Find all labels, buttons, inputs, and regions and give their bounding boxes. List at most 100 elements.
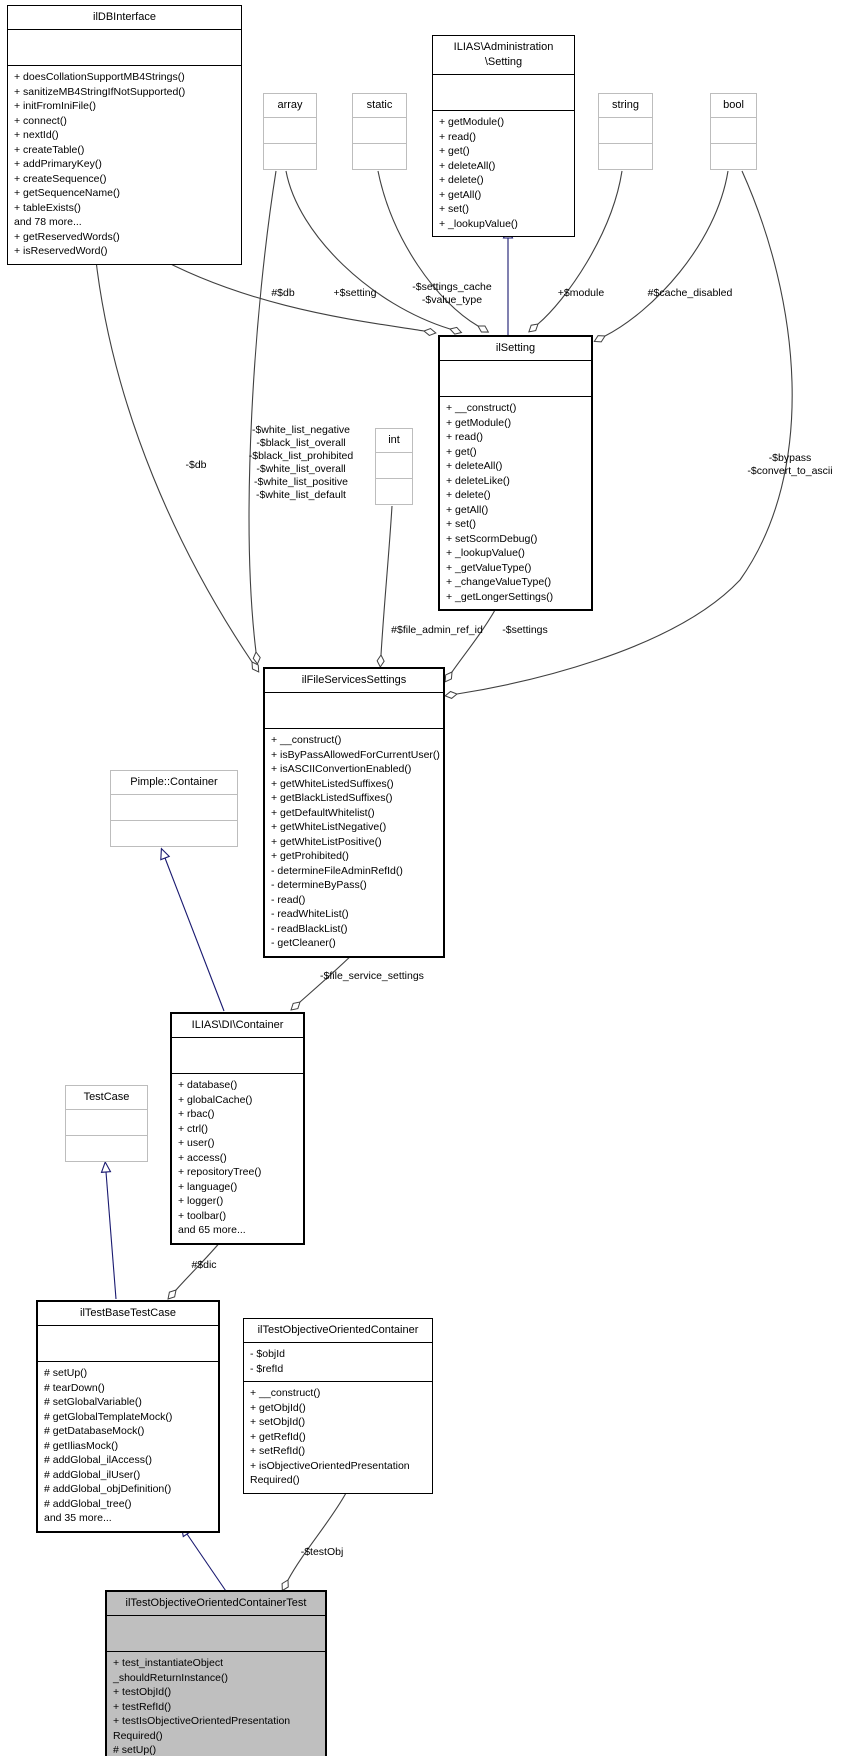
member-line: + access() xyxy=(178,1151,227,1164)
methods-section xyxy=(66,1135,147,1161)
member-line: + _getLongerSettings() xyxy=(446,590,554,603)
member-line: _shouldReturnInstance() xyxy=(113,1671,228,1684)
attributes-section xyxy=(172,1037,303,1073)
member-line: # tearDown() xyxy=(44,1381,105,1394)
member-line: Required() xyxy=(113,1729,163,1742)
member-line: + __construct() xyxy=(250,1387,321,1399)
member-line: # addGlobal_objDefinition() xyxy=(44,1483,172,1495)
edge-label-settings: -$settings xyxy=(502,624,548,636)
member-line: - readBlackList() xyxy=(271,922,348,935)
class-ilsetting[interactable]: ilSetting + __construct()+ getModule()+ … xyxy=(438,335,593,611)
methods-section: + test_instantiateObject _shouldReturnIns… xyxy=(107,1651,325,1756)
edge-ildbinterface-to-ilsetting xyxy=(147,251,437,337)
member-line: + toolbar() xyxy=(178,1209,227,1222)
member-line: + read() xyxy=(446,431,484,443)
class-title: TestCase xyxy=(83,1091,130,1103)
edge-label-cache-disabled: #$cache_disabled xyxy=(647,287,733,299)
class-iltestobjectiveorientedcontainertest: ilTestObjectiveOrientedContainerTest + t… xyxy=(105,1590,327,1756)
member-line: + connect() xyxy=(14,114,67,127)
member-line: and 35 more... xyxy=(44,1512,112,1524)
attributes-section: - $objId- $refId xyxy=(244,1342,432,1381)
type-static: static xyxy=(352,93,407,170)
member-line: # setUp() xyxy=(113,1744,157,1756)
member-line: + isReservedWord() xyxy=(14,245,108,257)
methods-section: + __construct()+ isByPassAllowedForCurre… xyxy=(265,728,443,956)
member-line: - $refId xyxy=(250,1362,284,1375)
class-title: ilDBInterface xyxy=(93,11,156,23)
class-ilias-administration-setting[interactable]: ILIAS\Administration \Setting + getModul… xyxy=(432,35,575,237)
class-title: Pimple::Container xyxy=(130,776,218,788)
class-title: ilSetting xyxy=(495,342,536,354)
methods-section: # setUp() # tearDown() # setGlobalVariable… xyxy=(38,1361,218,1531)
edge-label-white-lists: -$white_list_negative -$black_list_overa… xyxy=(248,424,354,501)
attributes-section xyxy=(433,74,574,110)
inheritance-iltestbasetestcase-to-testcase xyxy=(106,1172,117,1300)
member-line: - readWhiteList() xyxy=(271,908,349,920)
member-line: + setRefId() xyxy=(250,1445,306,1457)
member-line: + getModule() xyxy=(439,116,505,128)
edge-label-db: #$db xyxy=(271,287,295,299)
member-line: + doesCollationSupportMB4Strings() xyxy=(14,71,185,83)
class-title: ilTestObjectiveOrientedContainer xyxy=(257,1324,419,1336)
member-line: + initFromIniFile() xyxy=(14,100,96,112)
edge-static-to-ilsetting xyxy=(377,170,490,333)
member-line: + read() xyxy=(439,130,477,143)
class-ilias-di-container[interactable]: ILIAS\DI\Container + database()+ globalC… xyxy=(170,1012,305,1245)
methods-section xyxy=(111,820,237,846)
class-iltestbasetestcase[interactable]: ilTestBaseTestCase # setUp() # tearDown()… xyxy=(36,1300,220,1533)
member-line: + testIsObjectiveOrientedPresentation xyxy=(113,1715,291,1727)
member-line: - determineByPass() xyxy=(271,879,367,891)
member-line: Required() xyxy=(250,1474,300,1486)
class-ilfileservicessettings[interactable]: ilFileServicesSettings + __construct()+ … xyxy=(263,667,445,958)
member-line: + rbac() xyxy=(178,1108,215,1120)
edge-int-to-ilfileservicessettings xyxy=(376,505,393,668)
member-line: + isObjectiveOrientedPresentation xyxy=(250,1459,410,1472)
member-line: + __construct() xyxy=(271,734,342,746)
member-line: + getObjId() xyxy=(250,1401,306,1414)
edge-objectivecontainer-to-testnode xyxy=(281,1492,347,1592)
member-line: + getRefId() xyxy=(250,1430,306,1443)
member-line: + getWhiteListedSuffixes() xyxy=(271,777,394,790)
class-iltestobjectiveorientedcontainer[interactable]: ilTestObjectiveOrientedContainer - $objI… xyxy=(243,1318,433,1494)
class-title: bool xyxy=(723,99,744,111)
class-ildbinterface[interactable]: ilDBInterface + doesCollationSupportMB4S… xyxy=(7,5,242,265)
class-title: ILIAS\Administration \Setting xyxy=(453,41,554,68)
member-line: + createTable() xyxy=(14,143,85,156)
attributes-section xyxy=(38,1325,218,1361)
attributes-section xyxy=(66,1109,147,1135)
methods-section: + __construct()+ getObjId()+ setObjId()+… xyxy=(244,1381,432,1493)
member-line: + test_instantiateObject xyxy=(113,1657,224,1669)
member-line: + repositoryTree() xyxy=(178,1166,262,1178)
class-title: ilTestBaseTestCase xyxy=(80,1307,176,1319)
type-array: array xyxy=(263,93,317,170)
edge-bool-to-ilsetting xyxy=(593,170,729,343)
member-line: + delete() xyxy=(446,489,491,501)
member-line: + globalCache() xyxy=(178,1093,253,1106)
member-line: and 65 more... xyxy=(178,1224,246,1236)
member-line: + deleteAll() xyxy=(446,460,503,472)
member-line: + getProhibited() xyxy=(271,850,349,862)
member-line: # setGlobalVariable() xyxy=(44,1396,142,1408)
member-line: + getAll() xyxy=(439,188,482,201)
type-int: int xyxy=(375,428,413,505)
edge-ildbinterface-to-ilfileservicessettings xyxy=(94,251,260,673)
attributes-section xyxy=(711,117,756,143)
edge-label-file-service-settings: -$file_service_settings xyxy=(320,970,424,982)
attributes-section xyxy=(107,1615,325,1651)
methods-section: + __construct()+ getModule()+ read()+ ge… xyxy=(440,396,591,609)
edge-array-to-ilfileservicessettings xyxy=(248,170,277,665)
member-line: + getSequenceName() xyxy=(14,187,120,199)
member-line: # setUp() xyxy=(44,1367,88,1379)
member-line: + _lookupValue() xyxy=(439,217,518,230)
attributes-section xyxy=(376,452,412,478)
inheritance-testnode-to-iltestbasetestcase xyxy=(187,1534,231,1598)
edge-bool-to-ilfileservicessettings xyxy=(444,170,793,699)
member-line: + database() xyxy=(178,1079,238,1091)
member-line: + getBlackListedSuffixes() xyxy=(271,792,393,804)
edge-array-to-ilsetting xyxy=(285,170,463,335)
member-line: + _lookupValue() xyxy=(446,547,525,559)
member-line: # getGlobalTemplateMock() xyxy=(44,1410,173,1423)
member-line: + __construct() xyxy=(446,402,517,414)
member-line: # addGlobal_ilAccess() xyxy=(44,1454,152,1466)
